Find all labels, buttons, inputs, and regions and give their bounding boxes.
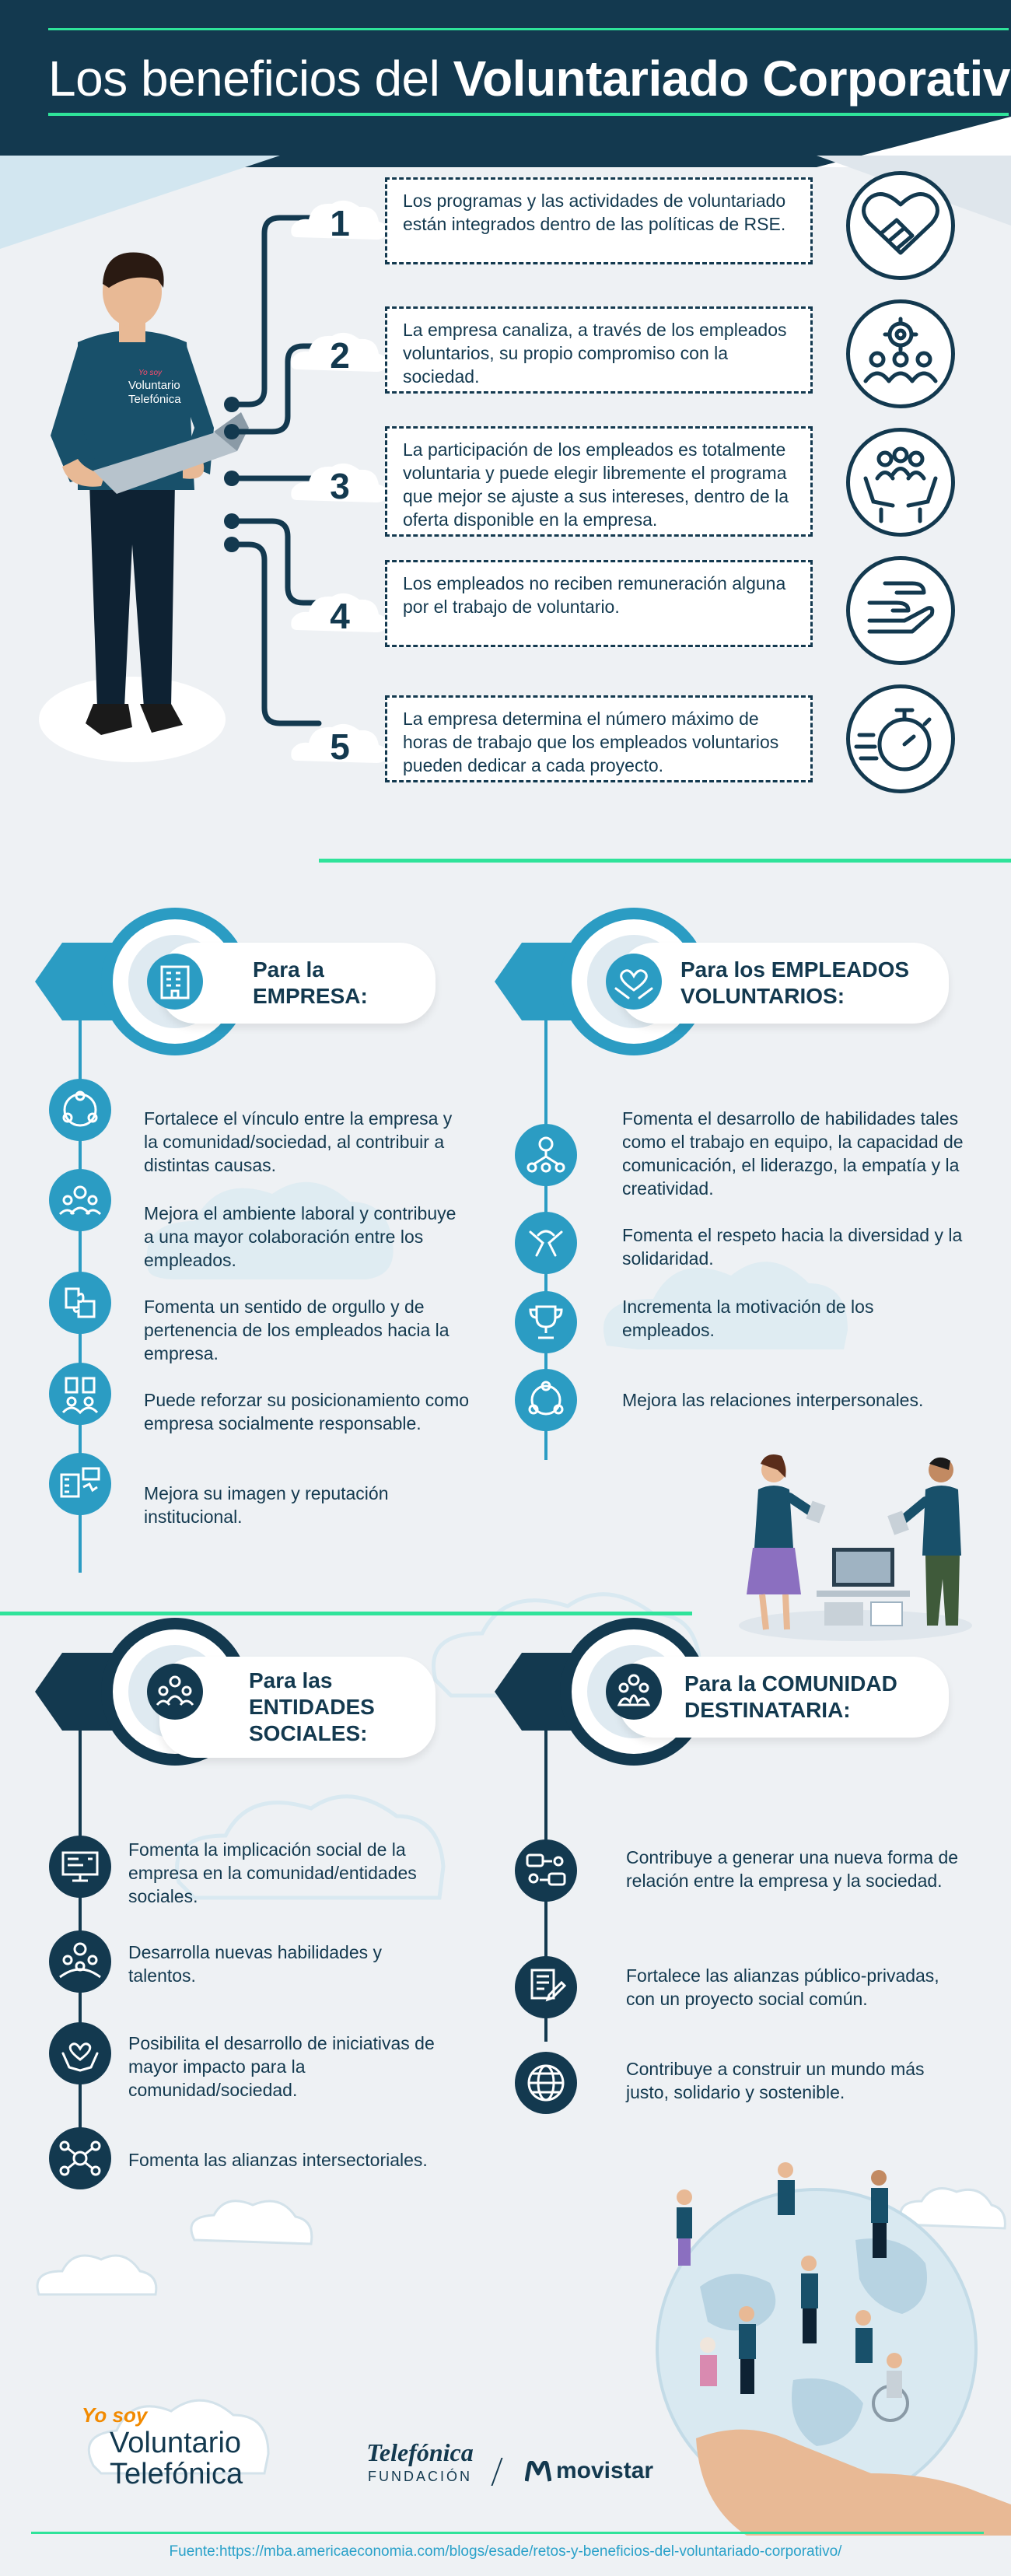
stopwatch-icon xyxy=(846,684,955,793)
step-3-number: 3 xyxy=(289,457,390,507)
hands-heart-icon xyxy=(606,954,662,1010)
people-gear-icon xyxy=(846,299,955,408)
empresa-item-1: Fortalece el vínculo entre la empresa y … xyxy=(144,1108,453,1175)
voluntario-telefonica-logo: Yo soy Voluntario Telefónica xyxy=(82,2403,253,2490)
empresa-item-4: Puede reforzar su posicionamiento como e… xyxy=(144,1390,470,1433)
globe-people-icon xyxy=(515,2052,577,2114)
step-3-num-text: 3 xyxy=(330,466,350,506)
empresa-item-2-icon xyxy=(49,1169,111,1231)
comunidad-item-1: Contribuye a generar una nueva forma de … xyxy=(626,1847,959,1891)
entidades-item-1-icon xyxy=(49,1836,111,1898)
empresa-label-line-1: Para la xyxy=(253,957,324,982)
network-people-icon xyxy=(515,1369,577,1431)
comunidad-label-line-2: DESTINATARIA: xyxy=(684,1698,851,1722)
hands-people-icon xyxy=(846,428,955,537)
comunidad-label-line-1: Para la COMUNIDAD xyxy=(684,1671,897,1696)
fundacion-brand: Telefónica xyxy=(366,2438,474,2466)
comunidad-label: Para la COMUNIDAD DESTINATARIA: xyxy=(618,1657,949,1738)
empresa-label-line-2: EMPRESA: xyxy=(253,984,368,1008)
comunidad-item-2: Fortalece las alianzas público-privadas,… xyxy=(626,1965,939,2009)
step-2-number: 2 xyxy=(289,327,390,376)
header-banner xyxy=(0,0,1011,167)
entidades-label-line-2: ENTIDADES xyxy=(249,1695,375,1719)
community-icon xyxy=(147,1664,203,1720)
shirt-yosoy: Yo soy xyxy=(138,369,163,377)
building-icon xyxy=(147,954,203,1010)
step-1-num-text: 1 xyxy=(330,203,350,243)
logo-yosoy: Yo soy xyxy=(82,2403,148,2427)
shirt-voluntario: Voluntario xyxy=(128,379,180,392)
step-1-number: 1 xyxy=(289,194,390,244)
group-people-icon xyxy=(606,1664,662,1720)
empresa-item-3-icon xyxy=(49,1272,111,1334)
step-5-num-text: 5 xyxy=(330,726,350,767)
empresa-item-3: Fomenta un sentido de orgullo y de perte… xyxy=(144,1297,450,1363)
empleados-item-4: Mejora las relaciones interpersonales. xyxy=(622,1390,924,1410)
title-light: Los beneficios del xyxy=(48,51,453,107)
step-4-number: 4 xyxy=(289,587,390,637)
step-3-text: La participación de los empleados es tot… xyxy=(385,426,813,537)
empleados-label-line-2: VOLUNTARIOS: xyxy=(680,984,845,1008)
empleados-item-2: Fomenta el respeto hacia la diversidad y… xyxy=(622,1225,963,1269)
comunidad-item-2-icon xyxy=(515,1956,577,2018)
page-title: Los beneficios del Voluntariado Corporat… xyxy=(48,50,1011,107)
comunidad-item-1-icon xyxy=(515,1839,577,1902)
empresa-item-2: Mejora el ambiente laboral y contribuye … xyxy=(144,1203,457,1270)
volunteer-illustration: Yo soy Voluntario Telefónica xyxy=(39,252,249,762)
divider-middle xyxy=(0,1612,692,1615)
step-4-num-text: 4 xyxy=(330,596,350,636)
empleados-item-2-icon xyxy=(515,1212,577,1274)
step-2-num-text: 2 xyxy=(330,335,350,376)
entidades-label-line-1: Para las xyxy=(249,1668,333,1692)
entidades-item-1: Fomenta la implicación social de la empr… xyxy=(128,1839,417,1906)
entidades-item-2: Desarrolla nuevas habilidades y talentos… xyxy=(128,1942,383,1986)
divider-top xyxy=(319,859,1011,863)
movistar-m-icon xyxy=(525,2461,551,2482)
team-illustration xyxy=(739,1454,972,1641)
entidades-label-line-3: SOCIALES: xyxy=(249,1721,368,1745)
logo-telefonica: Telefónica xyxy=(110,2458,243,2490)
entidades-item-4-icon xyxy=(49,2127,111,2189)
empleados-item-1: Fomenta el desarrollo de habilidades tal… xyxy=(622,1108,964,1199)
empresa-item-1-icon xyxy=(49,1079,111,1141)
empresa-item-5-icon xyxy=(49,1453,111,1515)
empleados-label-line-1: Para los EMPLEADOS xyxy=(680,957,910,982)
comunidad-item-3: Contribuye a construir un mundo más just… xyxy=(626,2059,925,2102)
trophy-icon xyxy=(515,1291,577,1353)
step-5-text: La empresa determina el número máximo de… xyxy=(385,695,813,782)
step-2-text: La empresa canaliza, a través de los emp… xyxy=(385,306,813,394)
empleados-label: Para los EMPLEADOS VOLUNTARIOS: xyxy=(618,943,949,1024)
empresa-label: Para la EMPRESA: xyxy=(159,943,436,1024)
title-bold: Voluntariado Corporativo xyxy=(453,51,1011,107)
entidades-item-3-icon xyxy=(49,2022,111,2084)
step-4-text: Los empleados no reciben remuneración al… xyxy=(385,560,813,647)
fundacion-telefonica-logo: Telefónica FUNDACIÓN xyxy=(354,2438,486,2493)
empresa-item-5: Mejora su imagen y reputación institucio… xyxy=(144,1483,389,1527)
step-connectors xyxy=(224,215,322,726)
step-5-number: 5 xyxy=(289,718,390,768)
entidades-item-3: Posibilita el desarrollo de iniciativas … xyxy=(128,2033,435,2100)
entidades-item-4: Fomenta las alianzas intersectoriales. xyxy=(128,2150,428,2170)
handshake-heart-icon xyxy=(846,171,955,280)
fundacion-label: FUNDACIÓN xyxy=(368,2469,472,2484)
hand-giving-icon xyxy=(846,556,955,665)
movistar-logo: movistar xyxy=(525,2458,665,2489)
logo-voluntario: Voluntario xyxy=(110,2427,242,2459)
entidades-item-2-icon xyxy=(49,1930,111,1993)
source-link[interactable]: Fuente:https://mba.americaeconomia.com/b… xyxy=(169,2543,842,2560)
footer-divider xyxy=(31,2532,984,2534)
empleados-item-1-icon xyxy=(515,1124,577,1186)
bottom-art xyxy=(36,2162,1011,2536)
empresa-item-4-icon xyxy=(49,1363,111,1425)
movistar-text: movistar xyxy=(556,2458,654,2483)
shirt-telefonica: Telefónica xyxy=(128,393,181,406)
empleados-item-3: Incrementa la motivación de los empleado… xyxy=(622,1297,874,1340)
entidades-label: Para las ENTIDADES SOCIALES: xyxy=(159,1657,436,1758)
step-1-text: Los programas y las actividades de volun… xyxy=(385,177,813,264)
